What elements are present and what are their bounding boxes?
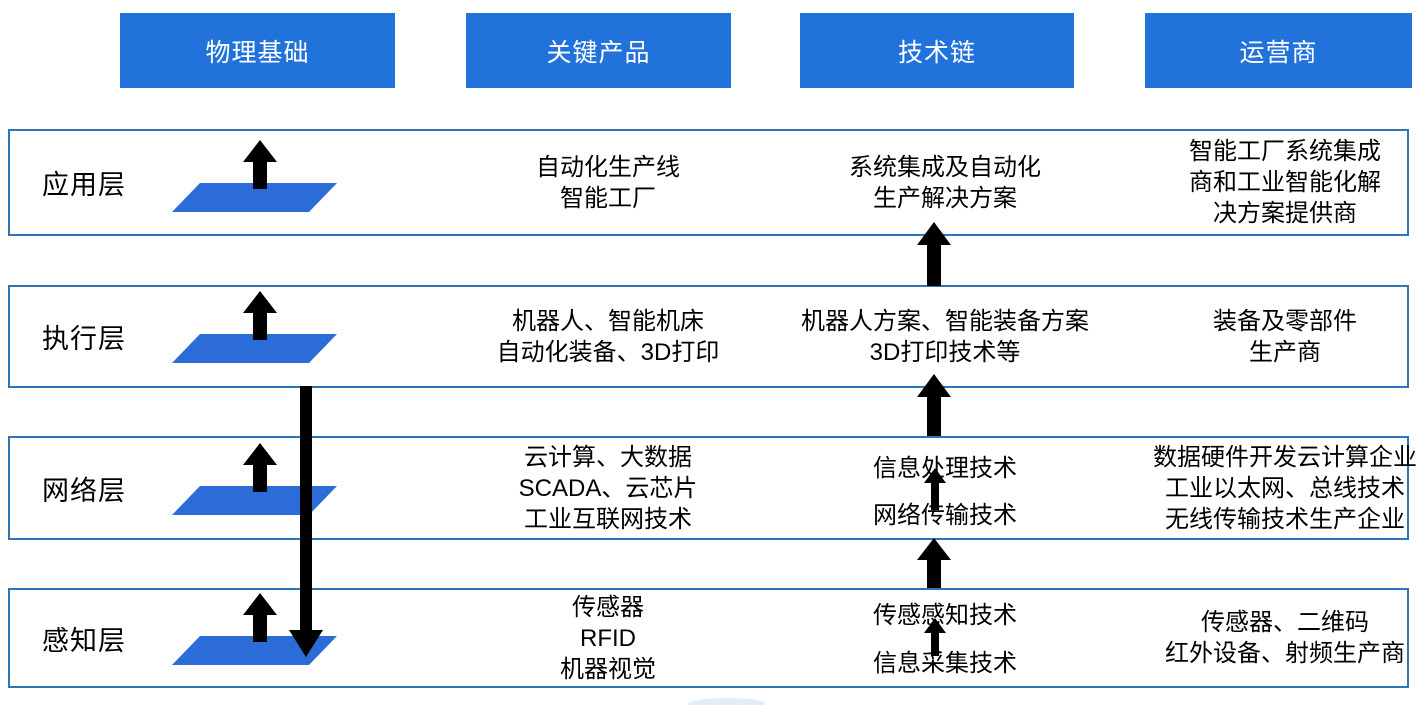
text-line: 决方案提供商 xyxy=(1213,200,1357,227)
platform-parallelogram-icon xyxy=(172,593,337,665)
text-line: 云计算、大数据 xyxy=(524,443,692,471)
platform-parallelogram-icon xyxy=(172,140,337,212)
text-line: 系统集成及自动化 xyxy=(849,153,1041,181)
cell-technology-chain: 系统集成及自动化 生产解决方案 xyxy=(777,131,1113,234)
cell-operators: 智能工厂系统集成 商和工业智能化解 决方案提供商 xyxy=(1112,131,1422,234)
up-arrow-icon xyxy=(917,222,951,286)
layer-label: 执行层 xyxy=(42,324,126,354)
cutoff-shape xyxy=(688,698,766,705)
up-arrow-icon xyxy=(243,140,277,189)
platform-parallelogram-icon xyxy=(172,443,337,515)
tech-upper-text: 传感感知技术 xyxy=(873,602,1017,629)
text-line: 传感器、二维码 xyxy=(1201,609,1369,636)
cell-key-products: 机器人、智能机床 自动化装备、3D打印 xyxy=(450,287,766,386)
platform-parallelogram-icon xyxy=(172,291,337,363)
header-technology-chain: 技术链 xyxy=(800,13,1074,88)
header-label: 关键产品 xyxy=(546,38,651,67)
cell-operators: 数据硬件开发云计算企业 工业以太网、总线技术 无线传输技术生产企业 xyxy=(1112,438,1422,538)
header-operators: 运营商 xyxy=(1145,13,1412,88)
text-line: 3D打印技术等 xyxy=(869,338,1021,366)
header-label: 物理基础 xyxy=(205,38,310,67)
text-line: 机器视觉 xyxy=(560,655,656,683)
text-line: 红外设备、射频生产商 xyxy=(1165,640,1405,667)
text-line: 自动化装备、3D打印 xyxy=(496,338,720,366)
text-line: 智能工厂 xyxy=(560,184,656,212)
text-line: 智能工厂系统集成 xyxy=(1189,138,1381,165)
cell-key-products: 自动化生产线 智能工厂 xyxy=(450,131,766,234)
text-line: 工业以太网、总线技术 xyxy=(1165,474,1405,502)
up-arrow-icon xyxy=(924,618,946,656)
cell-operators: 传感器、二维码 红外设备、射频生产商 xyxy=(1112,590,1422,686)
cell-operators: 装备及零部件 生产商 xyxy=(1112,287,1422,386)
row-application-layer: 应用层 自动化生产线 智能工厂 系统集成及自动化 生产解决方案 智能工厂系统集成… xyxy=(8,129,1409,236)
header-physical-basis: 物理基础 xyxy=(120,13,395,88)
up-arrow-icon xyxy=(917,538,951,588)
text-line: 生产商 xyxy=(1249,338,1321,366)
layer-label: 网络层 xyxy=(42,475,126,506)
text-line: 工业互联网技术 xyxy=(524,505,692,533)
text-line: RFID xyxy=(580,624,636,652)
layer-label: 应用层 xyxy=(42,170,126,200)
up-arrow-icon xyxy=(917,374,951,436)
header-key-products: 关键产品 xyxy=(466,13,731,88)
text-line: 机器人方案、智能装备方案 xyxy=(801,307,1089,335)
layer-label: 感知层 xyxy=(42,625,126,656)
text-line: 数据硬件开发云计算企业 xyxy=(1153,443,1417,471)
up-arrow-icon xyxy=(924,468,946,510)
row-perception-layer: 感知层 传感器 RFID 机器视觉 传感感知技术 信息采集技术 传感器、二维码 … xyxy=(8,588,1409,688)
tech-upper-text: 信息处理技术 xyxy=(873,455,1017,482)
up-arrow-icon xyxy=(243,291,277,340)
down-arrow-icon xyxy=(289,386,323,657)
text-line: 机器人、智能机床 xyxy=(512,307,704,335)
text-line: 自动化生产线 xyxy=(536,153,680,181)
text-line: 装备及零部件 xyxy=(1213,307,1357,335)
tech-lower-text: 信息采集技术 xyxy=(873,650,1017,677)
text-line: 生产解决方案 xyxy=(873,184,1017,212)
cell-technology-chain: 机器人方案、智能装备方案 3D打印技术等 xyxy=(777,287,1113,386)
text-line: 无线传输技术生产企业 xyxy=(1165,505,1405,533)
text-line: 传感器 xyxy=(572,593,644,621)
header-label: 技术链 xyxy=(897,38,976,67)
tech-lower-text: 网络传输技术 xyxy=(873,502,1017,529)
header-label: 运营商 xyxy=(1239,38,1318,67)
cell-key-products: 传感器 RFID 机器视觉 xyxy=(450,590,766,686)
up-arrow-icon xyxy=(243,593,277,642)
text-line: 商和工业智能化解 xyxy=(1189,169,1381,196)
cell-key-products: 云计算、大数据 SCADA、云芯片 工业互联网技术 xyxy=(450,438,766,538)
up-arrow-icon xyxy=(243,443,277,492)
text-line: SCADA、云芯片 xyxy=(518,474,698,502)
